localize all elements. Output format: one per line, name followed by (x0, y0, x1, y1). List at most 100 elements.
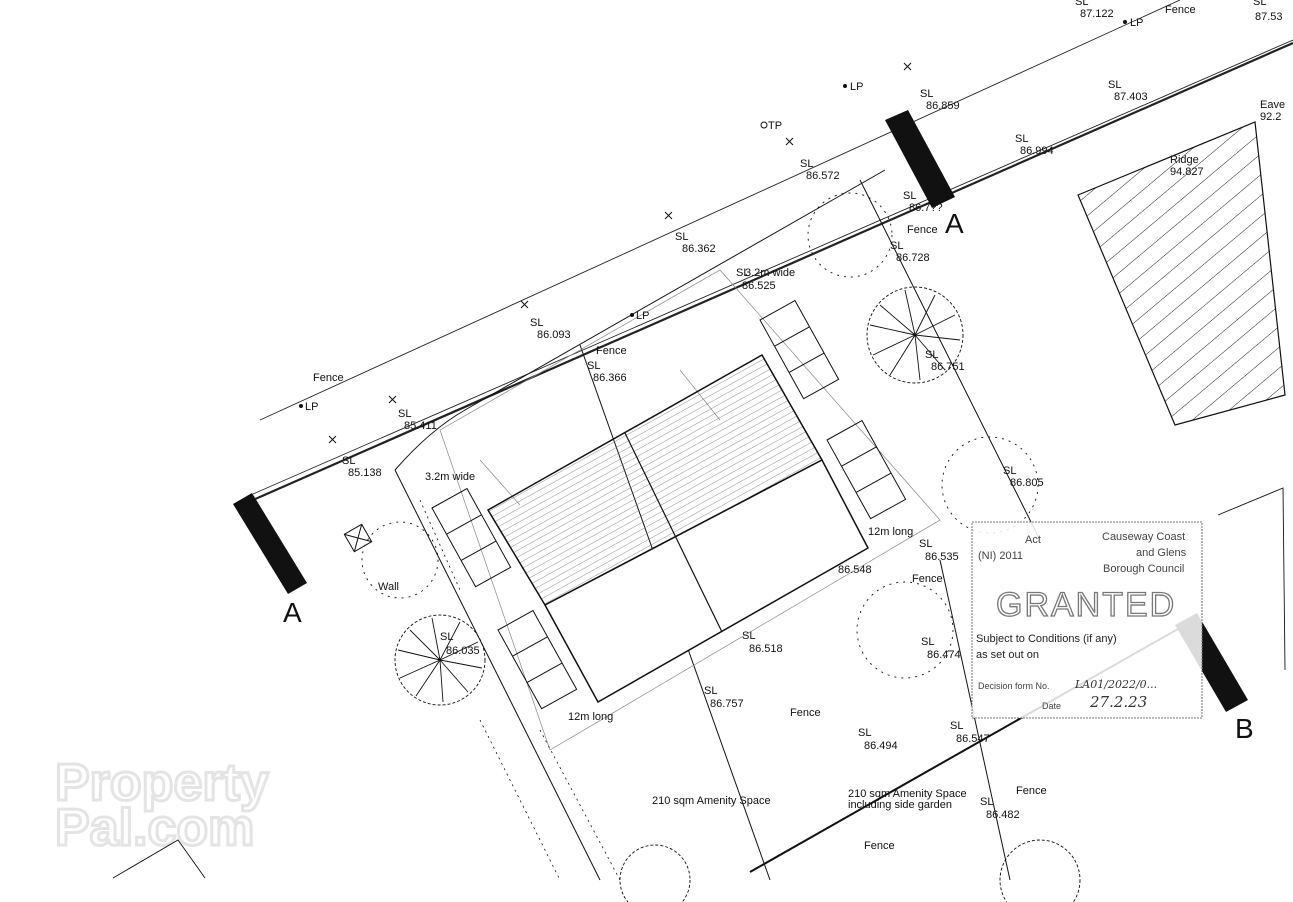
spot-level-tag: SL (890, 240, 903, 252)
spot-level-tag: SL (530, 317, 543, 329)
driveway-length-label: 12m long (568, 711, 613, 723)
svg-text:SL: SL (1075, 0, 1088, 8)
tree-symbols (361, 192, 1081, 902)
lamp-post-label: LP (1130, 17, 1143, 29)
lamp-post-icon (843, 84, 847, 88)
spot-level-value: 85.411 (404, 420, 437, 432)
fence-label: Fence (907, 224, 938, 236)
stamp-status: GRANTED (996, 586, 1176, 624)
spot-level-value: 86.494 (864, 740, 898, 752)
hedge-planting (419, 499, 621, 881)
wall-label: Wall (378, 581, 399, 593)
watermark-line2: Pal.com (55, 799, 254, 857)
stamp-decision-value: LA01/2022/0... (1074, 678, 1157, 691)
section-marker-a-right: A (945, 208, 964, 239)
fence-label: Fence (790, 707, 821, 719)
spot-level-tag: SL (1108, 79, 1121, 91)
spot-level-value: 87.122 (1080, 8, 1114, 20)
road-lines (252, 0, 1293, 502)
spot-level-value: 86.518 (749, 643, 783, 655)
stamp-act-year: (NI) 2011 (978, 550, 1023, 562)
fence-label: Fence (596, 345, 627, 357)
planning-approval-stamp: Act (NI) 2011 Causeway Coast and Glens B… (971, 521, 1203, 719)
lamp-post-label: LP (850, 81, 863, 93)
spot-level-tag: SL (903, 190, 916, 202)
spot-level-value: 86.525 (742, 280, 776, 292)
neighbouring-outline (112, 487, 1286, 879)
spot-level-value: 86.482 (986, 809, 1020, 821)
parking-bays (431, 299, 907, 710)
spot-level-tag: SL (587, 360, 600, 372)
stamp-date-value: 27.2.23 (1089, 693, 1147, 711)
stamp-act: Act (1025, 534, 1041, 546)
spot-level-tag: SL (1015, 133, 1028, 145)
spot-level-value: 86.7?? (909, 202, 943, 214)
spot-level-value: 86.994 (1020, 145, 1054, 157)
spot-level-value: 86.474 (927, 649, 961, 661)
spot-level-tag: SL (736, 267, 749, 279)
fence-label: Fence (1165, 4, 1196, 16)
spot-level-tag: SL (1075, 0, 1088, 8)
watermark-line1: Property (55, 754, 269, 812)
spot-level-value: 86.757 (710, 698, 744, 710)
spot-level-tag: SL (742, 630, 755, 642)
stamp-date-label: Date (1042, 701, 1061, 711)
spot-level-value: 87.53 (1255, 11, 1283, 23)
spot-level-value: 85.138 (348, 467, 382, 479)
spot-level-value: 86.093 (537, 329, 571, 341)
spot-level-labels: SL 87.122 SL 87.53 SL 86.859 SL 87.403 S… (342, 0, 1283, 821)
spot-level-tag: SL (1253, 0, 1266, 8)
stamp-council-line3: Borough Council (1103, 563, 1184, 575)
spot-level-value: 86.535 (925, 551, 959, 563)
telegraph-pole-icon (760, 121, 768, 129)
eaves-label: Eave (1260, 99, 1285, 111)
ridge-value: 94.827 (1170, 166, 1204, 178)
stamp-conditions-line2: as set out on (976, 649, 1039, 661)
svg-text:SL: SL (1253, 0, 1266, 8)
spot-level-tag: SL (675, 231, 688, 243)
spot-level-tag: SL (1003, 465, 1016, 477)
survey-crosses (328, 62, 912, 444)
spot-level-value: 86.362 (682, 243, 716, 255)
amenity-space-label: 210 sqm Amenity Space (848, 788, 967, 800)
fence-label: Fence (864, 840, 895, 852)
lamp-post-icon (630, 313, 634, 317)
spot-level-tag: SL (858, 727, 871, 739)
fence-label: Fence (912, 573, 943, 585)
spot-level-value: 87.403 (1114, 91, 1148, 103)
neighbouring-building (1077, 121, 1286, 426)
section-marker-a-left: A (283, 597, 302, 628)
lamp-post-icon (1123, 20, 1127, 24)
eaves-value: 92.2 (1260, 111, 1281, 123)
stamp-council-line2: and Glens (1136, 547, 1187, 559)
amenity-space-sublabel: including side garden (848, 799, 952, 811)
section-marker-b: B (1235, 713, 1254, 744)
spot-level-value: 86.035 (446, 645, 480, 657)
lamp-post-label: LP (305, 401, 318, 413)
spot-level-value: 86.572 (806, 170, 840, 182)
spot-level-value: 86.728 (896, 252, 930, 264)
driveway-width-label: 3.2m wide (745, 267, 795, 279)
spot-level-value: 86.859 (926, 100, 960, 112)
watermark-logo: Property Pal.com (54, 753, 271, 859)
gate-symbol (343, 523, 373, 553)
stamp-council-line1: Causeway Coast (1102, 531, 1185, 543)
lamp-post-label: LP (636, 310, 649, 322)
spot-level-tag: SL (950, 720, 963, 732)
spot-level-tag: SL (704, 685, 717, 697)
spot-level-value: 86.547 (956, 733, 990, 745)
lamp-post-icon (299, 404, 303, 408)
ridge-label: Ridge (1170, 154, 1199, 166)
spot-level-tag: SL (342, 455, 355, 467)
telegraph-pole-label: TP (768, 120, 782, 132)
house-footprint (486, 353, 869, 704)
spot-level-value: 86.366 (593, 372, 627, 384)
spot-level-tag: SL (920, 88, 933, 100)
fence-label: Fence (313, 372, 344, 384)
spot-level-value: 86.805 (1010, 477, 1044, 489)
spot-level-value: 86.548 (838, 564, 872, 576)
spot-level-tag: SL (919, 538, 932, 550)
stamp-conditions-line1: Subject to Conditions (if any) (976, 633, 1117, 645)
